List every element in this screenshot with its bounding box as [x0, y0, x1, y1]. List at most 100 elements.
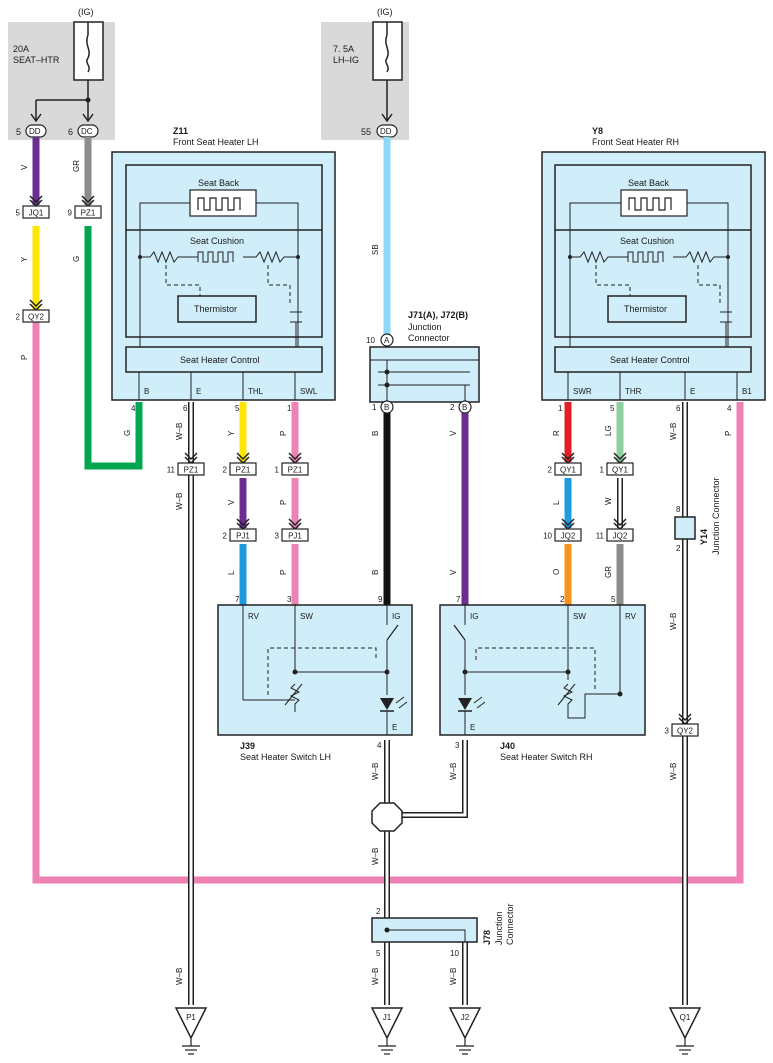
wire-color-label: SB: [371, 244, 380, 255]
y8-pin-b1: 4: [727, 404, 732, 413]
connector-label: PZ1: [184, 466, 199, 475]
wire-color-label: R: [552, 430, 561, 436]
connector-label: PZ1: [81, 209, 96, 218]
connector-pz1-a: PZ1 11: [167, 452, 205, 476]
y8-term-e: E: [690, 387, 695, 396]
z11-pin-thl: 5: [235, 404, 240, 413]
wire-color-label: LG: [604, 425, 613, 436]
j39-term-sw: SW: [300, 612, 313, 621]
connector-pin: 11: [596, 532, 605, 541]
wire-color-label: V: [20, 164, 29, 170]
wire-color-label: W: [604, 497, 613, 505]
wire-color-label: W–B: [449, 763, 458, 780]
j71-b-letter-1: B: [384, 403, 389, 412]
fuse-arrows: [30, 113, 393, 123]
ig-label-right: (IG): [377, 7, 393, 17]
j71-pin-a: 10: [366, 336, 375, 345]
connector-label: PJ1: [288, 532, 302, 541]
ig-label-left: (IG): [78, 7, 94, 17]
connector-pin: 2: [223, 466, 228, 475]
fuse-output-wiring: [35, 80, 388, 120]
fuse-7-5a: [372, 21, 403, 81]
connector-pin: 11: [167, 466, 176, 475]
wire-color-label: W–B: [175, 423, 184, 440]
z11-term-e: E: [196, 387, 201, 396]
wire-color-label: O: [552, 569, 561, 575]
ground-j1: J1: [370, 1007, 404, 1055]
connector-label: PZ1: [236, 466, 251, 475]
wire-color-label: W–B: [371, 763, 380, 780]
svg-text:5: 5: [16, 127, 21, 137]
j40-pin-rv: 5: [611, 595, 616, 604]
connector-label: PJ1: [236, 532, 250, 541]
connector-dc: DC 6: [68, 124, 99, 138]
component-y8: [541, 151, 766, 401]
svg-text:6: 6: [68, 127, 73, 137]
j40-term-sw: SW: [573, 612, 586, 621]
j39-term-ig: IG: [392, 612, 400, 621]
wire-color-label: G: [72, 256, 81, 262]
j71-pin-b2: 2: [450, 403, 455, 412]
z11-seat-back: Seat Back: [198, 178, 240, 188]
j71-pin-b1: 1: [372, 403, 377, 412]
z11-thermistor: Thermistor: [194, 304, 237, 314]
fuse-7-5a-rating: 7. 5A: [333, 44, 354, 54]
connector-pz1-b: PZ1 2: [223, 452, 257, 476]
j78-name-1: Junction: [494, 911, 504, 945]
j40-pin-ig: 7: [456, 595, 461, 604]
wire-color-label: W–B: [371, 848, 380, 865]
wire-color-label: B: [371, 431, 380, 436]
component-j39: [217, 604, 413, 736]
y8-term-b1: B1: [742, 387, 752, 396]
connector-label: QY2: [28, 313, 45, 322]
j39-pin-sw: 3: [287, 595, 292, 604]
svg-text:55: 55: [361, 127, 371, 137]
wire-color-label: P: [724, 431, 733, 436]
wire-color-label: P: [279, 431, 288, 436]
j39-term-rv: RV: [248, 612, 260, 621]
wire-color-label: L: [227, 570, 236, 575]
wire-color-label: P: [279, 570, 288, 575]
splice-octagon: [371, 802, 403, 832]
z11-id: Z11: [173, 126, 188, 136]
connector-pin: 2: [16, 313, 21, 322]
wire-color-label: W–B: [175, 493, 184, 510]
connector-qy2-left: QY2 2: [16, 299, 50, 323]
j40-pin-sw: 2: [560, 595, 565, 604]
wire-color-label: GR: [72, 160, 81, 172]
y8-term-swr: SWR: [573, 387, 592, 396]
y8-name: Front Seat Heater RH: [592, 137, 679, 147]
j78-pin-r: 10: [450, 949, 459, 958]
wire-color-label: V: [449, 430, 458, 436]
j39-name: Seat Heater Switch LH: [240, 752, 331, 762]
ground-label: P1: [186, 1013, 196, 1022]
y8-id: Y8: [592, 126, 603, 136]
wire-color-label: W–B: [669, 613, 678, 630]
z11-control: Seat Heater Control: [180, 355, 260, 365]
connector-pin: 9: [68, 209, 73, 218]
j40-pin-e: 3: [455, 741, 460, 750]
y14-pin-top: 8: [676, 505, 681, 514]
j78-name-2: Connector: [505, 903, 515, 945]
connector-pin: 5: [16, 209, 21, 218]
component-j78: [371, 917, 478, 943]
connector-pin: 3: [275, 532, 280, 541]
y14-pin-bot: 2: [676, 544, 681, 553]
wire-color-label: GR: [604, 566, 613, 578]
connector-pin: 2: [223, 532, 228, 541]
component-y14: [674, 516, 696, 540]
y8-control: Seat Heater Control: [610, 355, 690, 365]
svg-text:DD: DD: [380, 127, 392, 136]
y8-seat-back: Seat Back: [628, 178, 670, 188]
connector-label: QY1: [560, 466, 577, 475]
wire-color-label: P: [279, 500, 288, 505]
z11-term-b: B: [144, 387, 149, 396]
ground-p1: P1: [174, 1007, 208, 1055]
